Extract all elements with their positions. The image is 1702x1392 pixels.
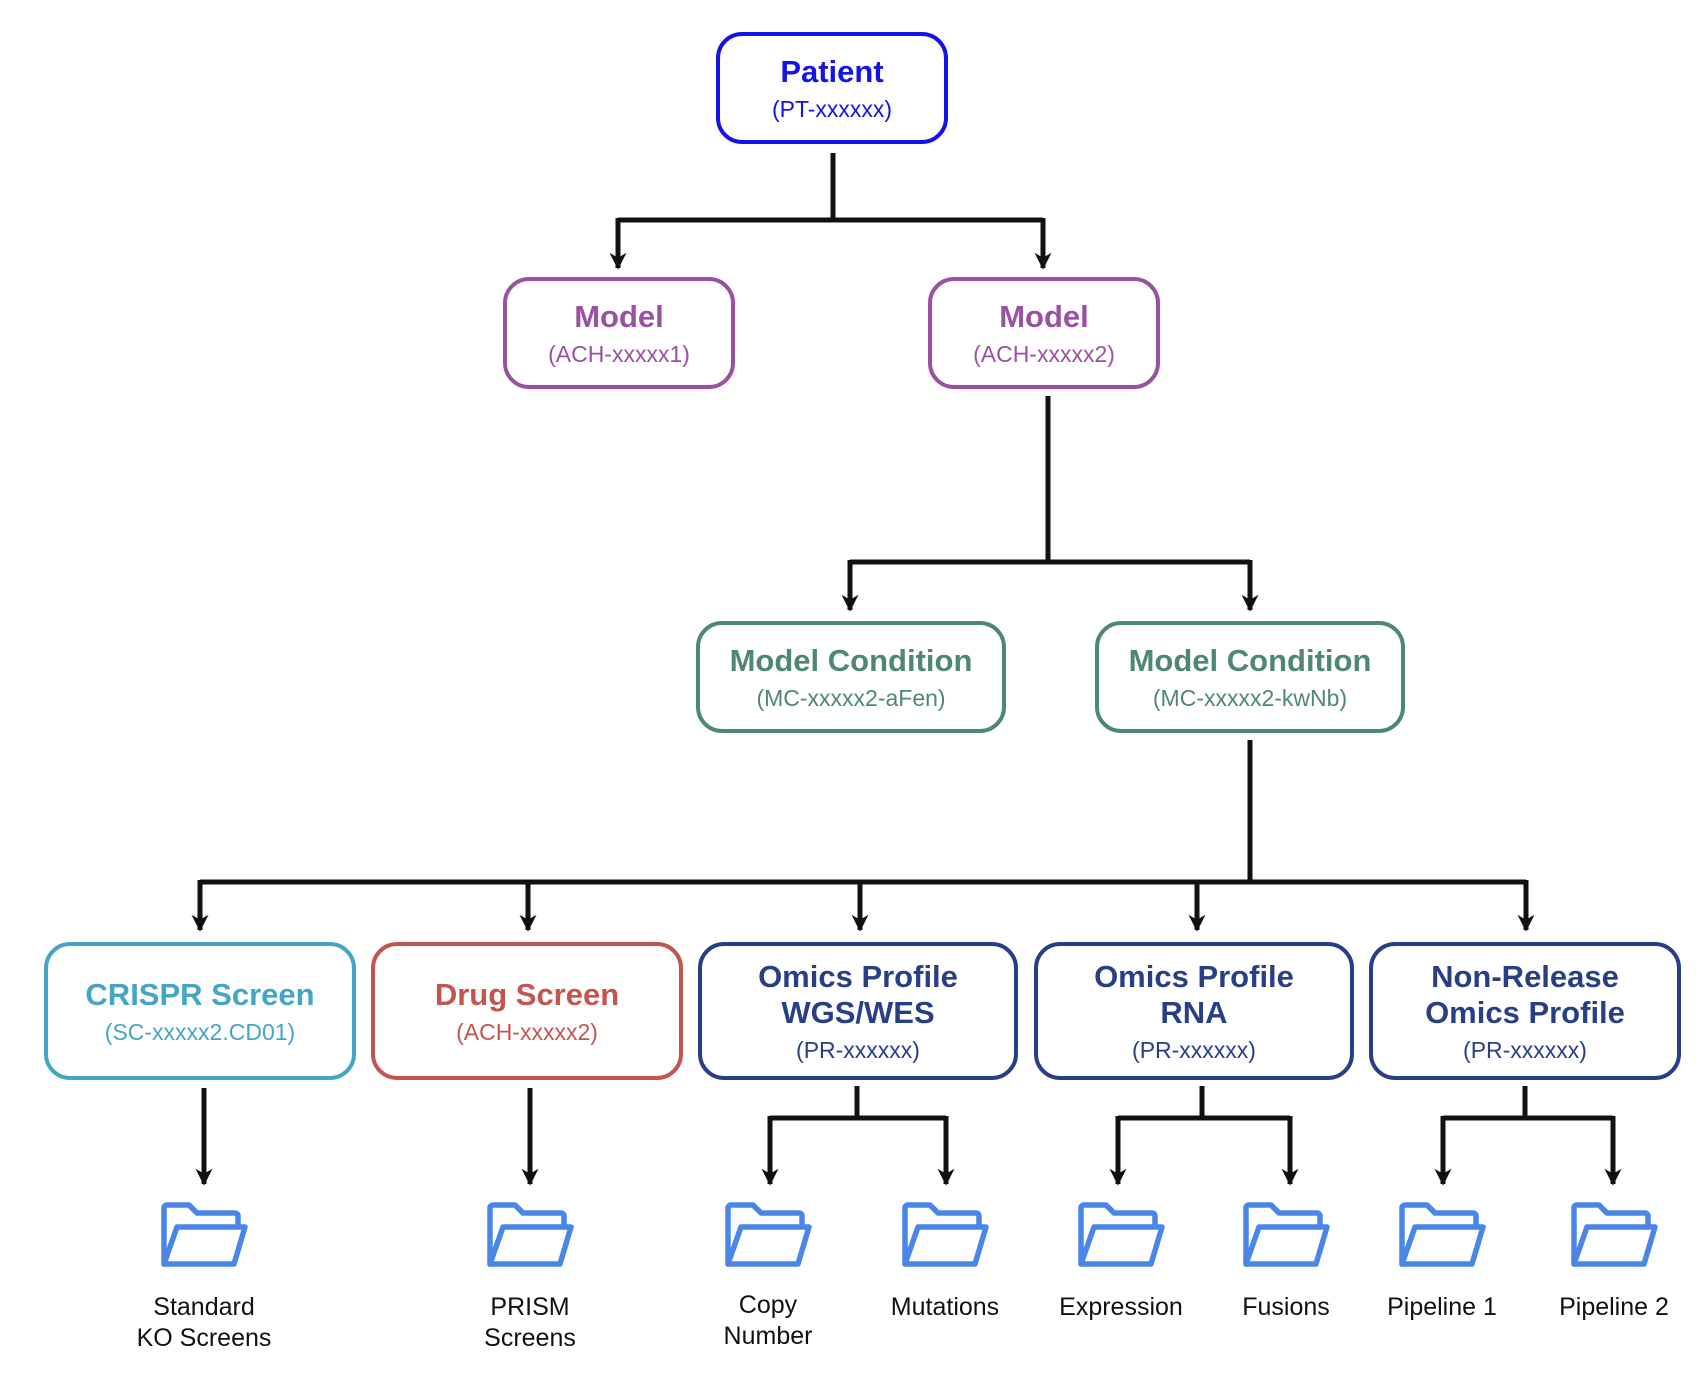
connector-condition-2	[200, 740, 1526, 885]
folder-icon	[1399, 1202, 1486, 1267]
omics-profile-rna-node: Omics Profile RNA (PR-xxxxxx)	[1034, 942, 1354, 1080]
dataset-label: Standard KO Screens	[136, 1293, 272, 1352]
omics-profile-wgs-title: Omics Profile WGS/WES	[758, 958, 958, 1030]
omics-profile-wgs-node: Omics Profile WGS/WES (PR-xxxxxx)	[698, 942, 1018, 1080]
omics-profile-rna-title: Omics Profile RNA	[1094, 958, 1294, 1030]
patient-id: (PT-xxxxxx)	[771, 95, 893, 122]
non-release-omics-profile-id: (PR-xxxxxx)	[1463, 1036, 1587, 1063]
model-condition-id: (MC-xxxxx2-aFen)	[756, 684, 946, 711]
dataset-label: Pipeline 1	[1387, 1293, 1497, 1321]
model-condition-node-2: Model Condition (MC-xxxxx2-kwNb)	[1095, 621, 1405, 733]
folder-icon	[161, 1202, 248, 1267]
dataset-standard-ko-screens: Standard KO Screens	[114, 1200, 294, 1354]
drug-screen-node: Drug Screen (ACH-xxxxx2)	[371, 942, 683, 1080]
connector-omics-rna	[1118, 1086, 1290, 1121]
model-title: Model	[999, 298, 1089, 334]
dataset-mutations: Mutations	[855, 1200, 1035, 1323]
dataset-label: PRISM Screens	[484, 1293, 576, 1352]
dataset-label: Expression	[1059, 1293, 1183, 1321]
folder-icon	[1078, 1202, 1165, 1267]
model-condition-title: Model Condition	[1128, 642, 1372, 678]
folder-icon	[1571, 1202, 1658, 1267]
dataset-label: Mutations	[890, 1293, 1000, 1321]
model-node-2: Model (ACH-xxxxx2)	[928, 277, 1160, 389]
dataset-pipeline-2: Pipeline 2	[1524, 1200, 1702, 1323]
patient-title: Patient	[780, 53, 884, 89]
connector-omics-wgs	[770, 1086, 946, 1121]
folder-icon	[487, 1202, 574, 1267]
folder-icon	[725, 1202, 812, 1267]
dataset-label: Copy Number	[723, 1291, 813, 1350]
drug-screen-title: Drug Screen	[434, 976, 620, 1012]
folder-icon	[1243, 1202, 1330, 1267]
model-node-1: Model (ACH-xxxxx1)	[503, 277, 735, 389]
dataset-label: Fusions	[1242, 1293, 1330, 1321]
connector-omics-nonrelease	[1443, 1086, 1613, 1121]
non-release-omics-profile-title: Non-Release Omics Profile	[1425, 958, 1625, 1030]
dataset-copy-number: Copy Number	[678, 1200, 858, 1352]
model-condition-title: Model Condition	[729, 642, 973, 678]
drug-screen-id: (ACH-xxxxx2)	[456, 1018, 598, 1045]
model-title: Model	[574, 298, 664, 334]
omics-profile-rna-id: (PR-xxxxxx)	[1132, 1036, 1256, 1063]
dataset-label: Pipeline 2	[1559, 1293, 1669, 1321]
crispr-screen-title: CRISPR Screen	[85, 976, 315, 1012]
crispr-screen-id: (SC-xxxxx2.CD01)	[104, 1018, 296, 1045]
patient-node: Patient (PT-xxxxxx)	[716, 32, 948, 144]
model-condition-id: (MC-xxxxx2-kwNb)	[1152, 684, 1348, 711]
folder-icon	[902, 1202, 989, 1267]
dataset-expression: Expression	[1031, 1200, 1211, 1323]
crispr-screen-node: CRISPR Screen (SC-xxxxx2.CD01)	[44, 942, 356, 1080]
omics-profile-wgs-id: (PR-xxxxxx)	[796, 1036, 920, 1063]
dataset-prism-screens: PRISM Screens	[440, 1200, 620, 1354]
non-release-omics-profile-node: Non-Release Omics Profile (PR-xxxxxx)	[1369, 942, 1681, 1080]
dataset-fusions: Fusions	[1196, 1200, 1376, 1323]
model-id: (ACH-xxxxx2)	[973, 340, 1115, 367]
connector-model-2	[850, 396, 1250, 565]
dataset-pipeline-1: Pipeline 1	[1352, 1200, 1532, 1323]
model-condition-node-1: Model Condition (MC-xxxxx2-aFen)	[696, 621, 1006, 733]
model-id: (ACH-xxxxx1)	[548, 340, 690, 367]
connector-patient	[618, 153, 1043, 223]
